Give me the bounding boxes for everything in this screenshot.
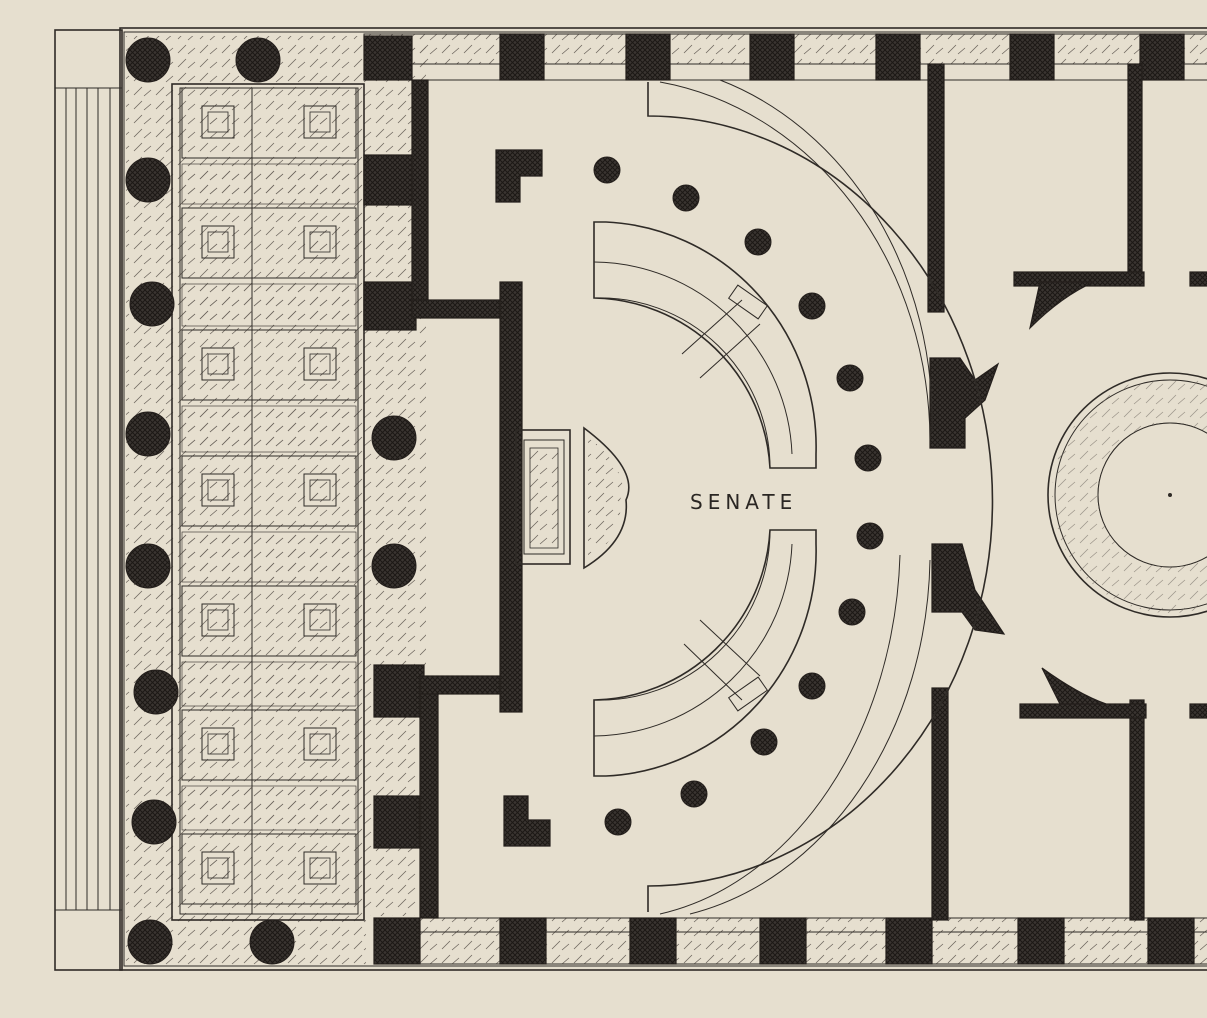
coffer-row xyxy=(181,833,357,905)
portico-column xyxy=(371,415,417,461)
senate-corner-piers xyxy=(495,149,551,847)
coffer-panel-inner xyxy=(207,479,229,501)
coffer-panel xyxy=(303,105,337,139)
coffer-row xyxy=(181,207,357,279)
coffer-panel-inner xyxy=(309,111,331,133)
portico-column xyxy=(235,37,281,83)
coffer-band xyxy=(181,661,357,707)
coffer-panel-inner xyxy=(207,733,229,755)
top-pier xyxy=(625,33,671,81)
senate-column xyxy=(854,444,882,472)
portico-column xyxy=(125,411,171,457)
coffer-row xyxy=(181,87,357,159)
portico-column xyxy=(371,543,417,589)
coffer-panel-inner xyxy=(207,609,229,631)
coffer-panel-inner xyxy=(309,609,331,631)
senate-column xyxy=(680,780,708,808)
senate-hemicycle-walls xyxy=(647,79,994,915)
coffer-panel-inner xyxy=(207,353,229,375)
bottom-pier xyxy=(1017,917,1065,965)
coffer-panel xyxy=(201,105,235,139)
senate-column xyxy=(856,522,884,550)
senate-column xyxy=(838,598,866,626)
plan-outline xyxy=(119,27,1207,971)
portico-column xyxy=(125,37,171,83)
senate-column xyxy=(744,228,772,256)
coffer-band xyxy=(181,405,357,453)
rotunda xyxy=(1047,372,1207,618)
top-pier xyxy=(1139,33,1185,81)
coffer-row xyxy=(181,585,357,657)
portico-column xyxy=(127,919,173,965)
coffer-band xyxy=(181,531,357,583)
coffer-panel xyxy=(303,225,337,259)
top-pier xyxy=(749,33,795,81)
top-pier xyxy=(1009,33,1055,81)
senate-column xyxy=(798,672,826,700)
coffer-band xyxy=(181,283,357,327)
wall-piers xyxy=(373,33,1195,965)
bottom-pier xyxy=(885,917,933,965)
senate-column xyxy=(672,184,700,212)
coffer-panel xyxy=(201,225,235,259)
coffer-panel xyxy=(201,347,235,381)
coffer-panel xyxy=(201,851,235,885)
senate-columns xyxy=(593,156,884,836)
top-pier xyxy=(875,33,921,81)
coffer-row xyxy=(181,455,357,527)
senate-column xyxy=(593,156,621,184)
coffer-band xyxy=(181,163,357,205)
coffer-panel-inner xyxy=(207,231,229,253)
coffer-panel-inner xyxy=(309,479,331,501)
senate-column xyxy=(750,728,778,756)
bottom-pier xyxy=(629,917,677,965)
bottom-pier xyxy=(373,917,421,965)
coffer-panel xyxy=(201,603,235,637)
coffer-panel xyxy=(201,727,235,761)
coffer-panel-inner xyxy=(207,111,229,133)
coffer-row xyxy=(181,709,357,781)
bottom-pier xyxy=(1147,917,1195,965)
bottom-pier xyxy=(499,917,547,965)
portico-column xyxy=(249,919,295,965)
portico-column xyxy=(125,543,171,589)
portico-column xyxy=(129,281,175,327)
portico-column xyxy=(125,157,171,203)
coffer-panel xyxy=(303,727,337,761)
top-pier xyxy=(499,33,545,81)
coffer-band xyxy=(181,785,357,831)
portico-column xyxy=(133,669,179,715)
coffer-panel-inner xyxy=(309,231,331,253)
senate-column xyxy=(836,364,864,392)
coffer-panel-inner xyxy=(309,733,331,755)
senate-room-label: SENATE xyxy=(690,490,797,514)
coffer-panel xyxy=(303,851,337,885)
coffer-panel xyxy=(303,473,337,507)
bottom-pier xyxy=(759,917,807,965)
coffer-panel-inner xyxy=(207,857,229,879)
senate-column xyxy=(604,808,632,836)
portico-column xyxy=(131,799,177,845)
entrance-steps xyxy=(54,29,123,971)
senate-seating xyxy=(593,221,817,777)
coffer-row xyxy=(181,329,357,401)
interior-walls xyxy=(363,35,1207,921)
coffer-panel xyxy=(303,603,337,637)
senate-rostrum xyxy=(515,426,630,570)
coffer-panels xyxy=(181,87,357,905)
senate-column xyxy=(798,292,826,320)
coffer-panel-inner xyxy=(309,353,331,375)
coffer-panel-inner xyxy=(309,857,331,879)
portico-columns xyxy=(125,37,417,965)
coffer-panel xyxy=(303,347,337,381)
coffer-panel xyxy=(201,473,235,507)
